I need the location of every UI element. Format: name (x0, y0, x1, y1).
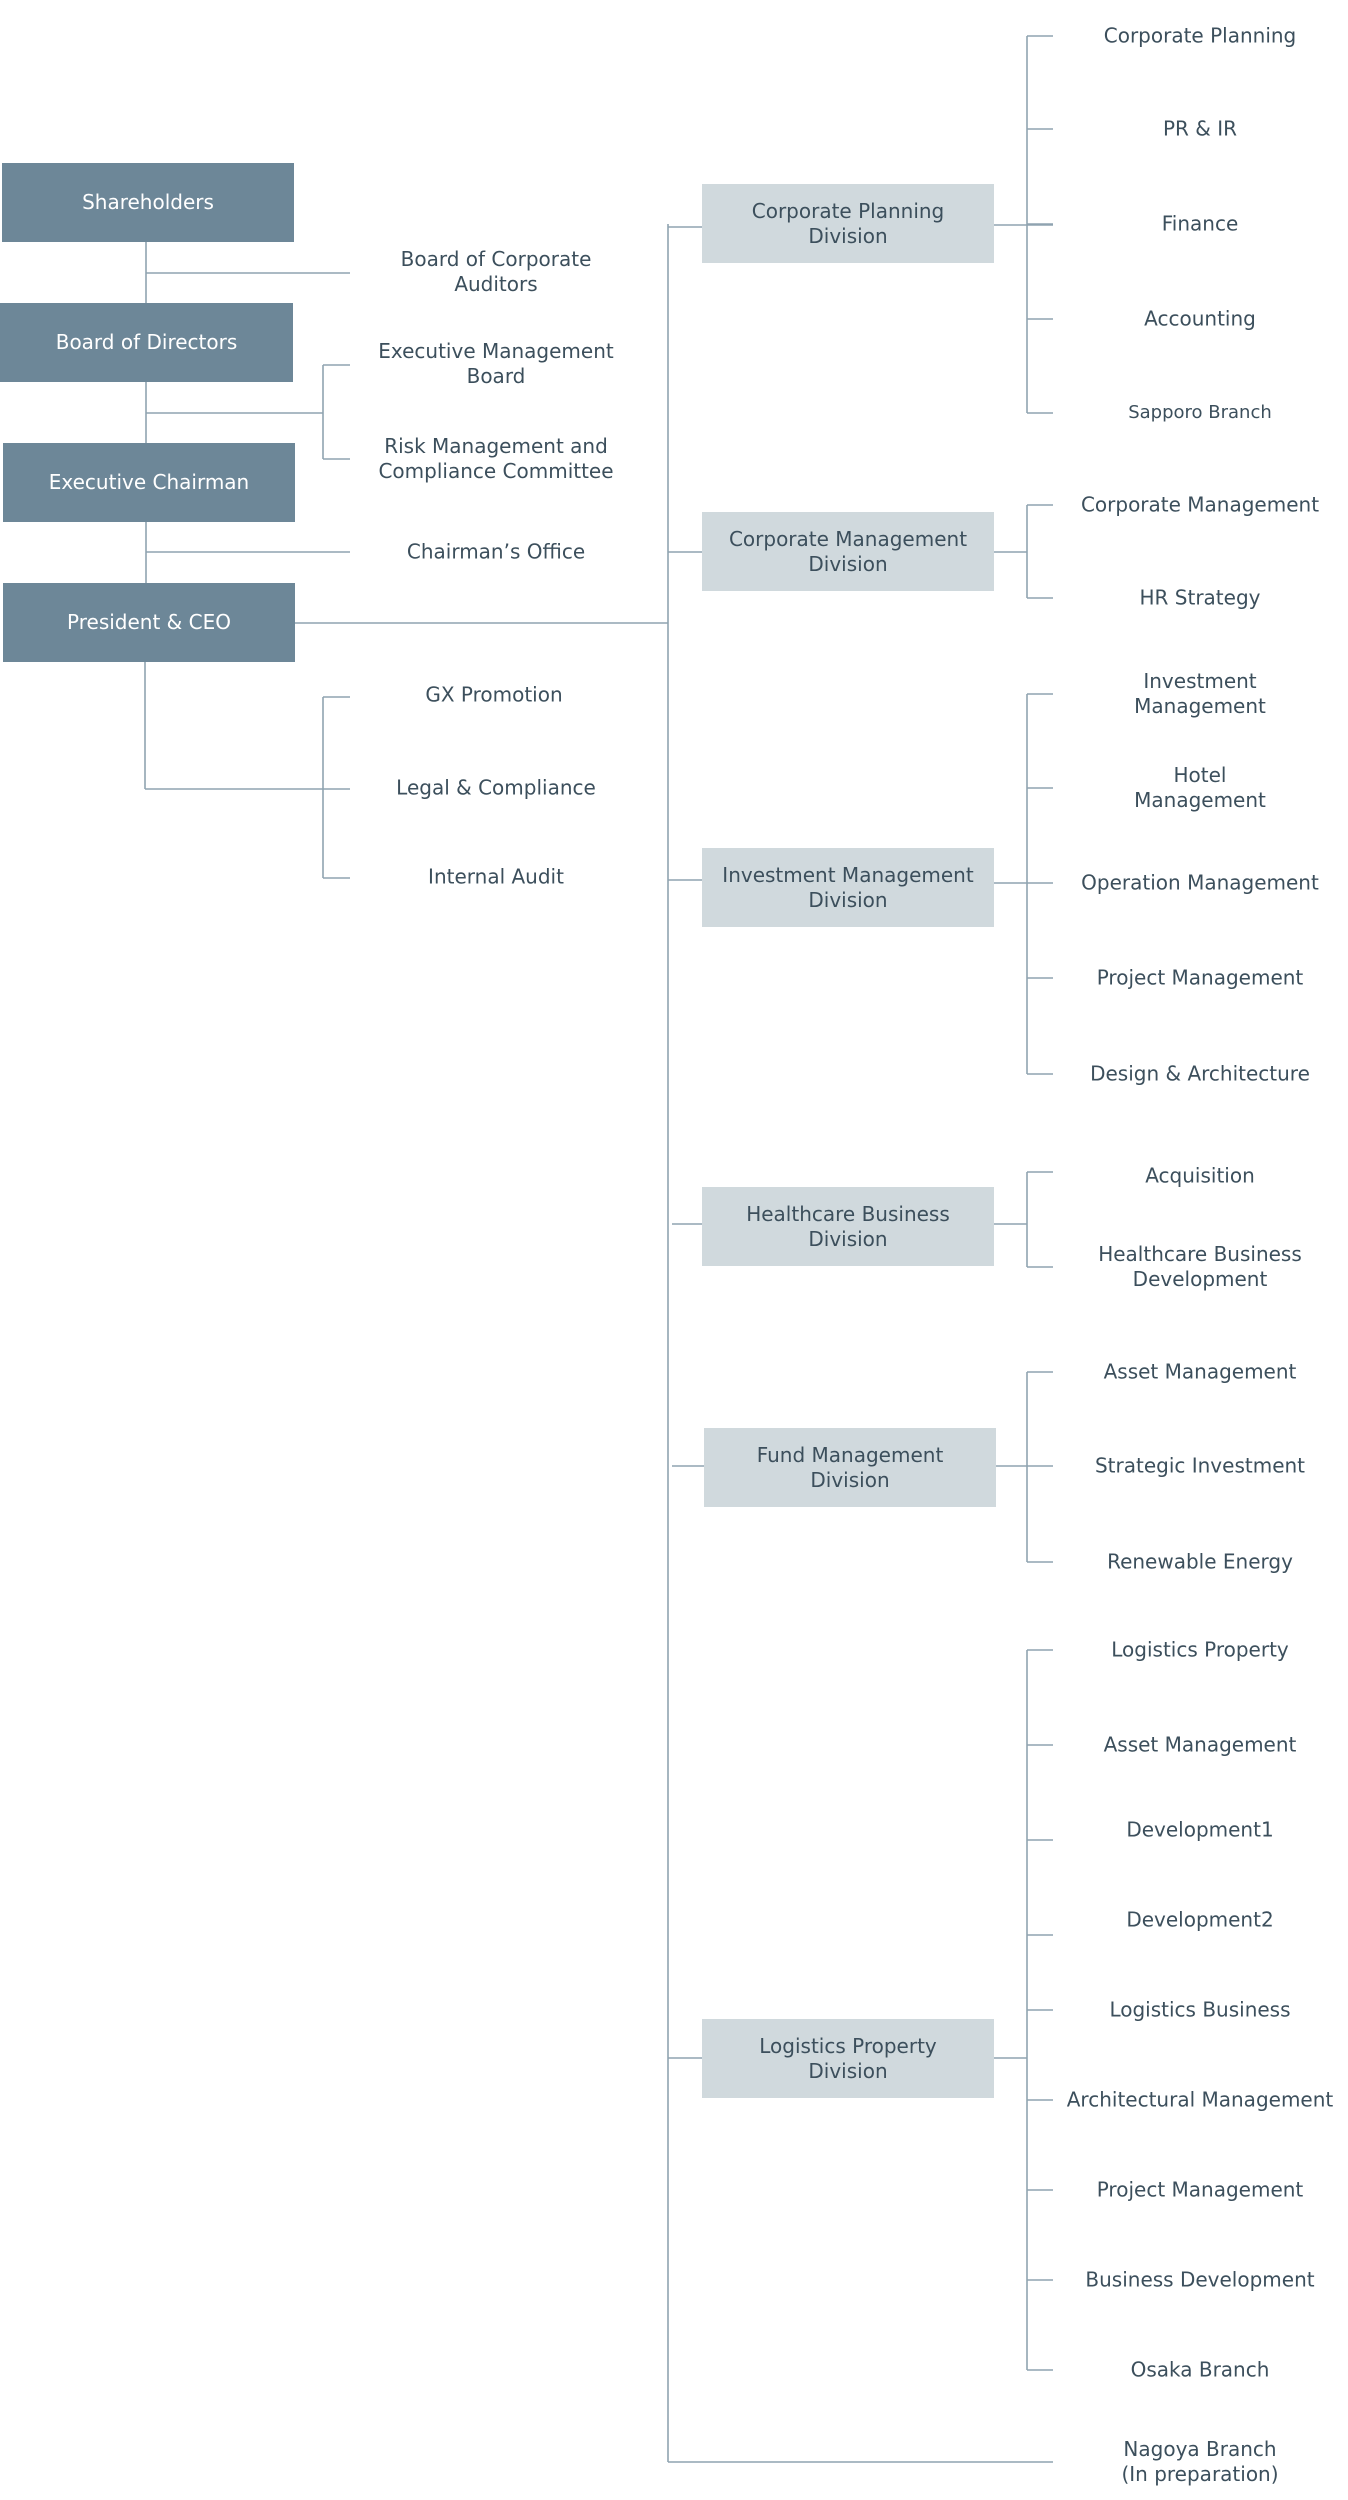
legal-compliance-label: Legal & Compliance (396, 775, 596, 800)
executive-chairman-box: Executive Chairman (3, 443, 295, 522)
risk-committee-label: Risk Management and Compliance Committee (378, 434, 614, 483)
department-label: Logistics Business (1109, 1997, 1291, 2022)
department-label: Healthcare Business Development (1098, 1242, 1302, 1291)
department-label: PR & IR (1162, 116, 1238, 141)
department-label: Accounting (1144, 306, 1256, 331)
chairmans-office-label: Chairman’s Office (406, 539, 586, 564)
executive-chairman-label: Executive Chairman (48, 470, 250, 494)
department-label: Strategic Investment (1094, 1453, 1306, 1478)
division-label: Logistics Property Division (759, 2033, 937, 2083)
division-box: Corporate Planning Division (702, 184, 994, 263)
department-label: Business Development (1085, 2267, 1315, 2292)
department-label: Investment Management (1134, 669, 1266, 718)
president-ceo-label: President & CEO (67, 610, 231, 634)
department-label: HR Strategy (1139, 585, 1261, 610)
department-label: Hotel Management (1134, 763, 1266, 812)
department-label: Design & Architecture (1090, 1061, 1310, 1086)
division-box: Fund Management Division (704, 1428, 996, 1507)
department-label: Architectural Management (1066, 2087, 1334, 2112)
division-label: Fund Management Division (756, 1442, 944, 1492)
department-label: Acquisition (1145, 1163, 1255, 1188)
department-label: Sapporo Branch (1128, 401, 1272, 423)
board-of-directors-box: Board of Directors (0, 303, 293, 382)
department-label: Renewable Energy (1107, 1549, 1293, 1574)
gx-promotion-label: GX Promotion (425, 682, 563, 707)
president-ceo-box: President & CEO (3, 583, 295, 662)
department-label: Project Management (1096, 965, 1304, 990)
department-label: Development2 (1126, 1907, 1274, 1932)
nagoya-branch-label: Nagoya Branch (In preparation) (1121, 2437, 1279, 2486)
division-box: Corporate Management Division (702, 512, 994, 591)
executive-management-board-label: Executive Management Board (378, 339, 614, 388)
shareholders-box: Shareholders (2, 163, 294, 242)
department-label: Project Management (1096, 2177, 1304, 2202)
department-label: Asset Management (1103, 1359, 1297, 1384)
department-label: Logistics Property (1111, 1637, 1289, 1662)
division-box: Healthcare Business Division (702, 1187, 994, 1266)
department-label: Corporate Management (1080, 492, 1320, 517)
department-label: Asset Management (1103, 1732, 1297, 1757)
division-label: Investment Management Division (722, 862, 974, 912)
department-label: Finance (1161, 211, 1239, 236)
department-label: Development1 (1126, 1817, 1274, 1842)
department-label: Operation Management (1081, 870, 1319, 895)
internal-audit-label: Internal Audit (428, 864, 564, 889)
department-label: Corporate Planning (1103, 23, 1297, 48)
division-label: Healthcare Business Division (746, 1201, 950, 1251)
board-of-auditors-label: Board of Corporate Auditors (400, 247, 592, 296)
division-box: Investment Management Division (702, 848, 994, 927)
shareholders-label: Shareholders (82, 190, 214, 214)
board-of-directors-label: Board of Directors (55, 330, 238, 354)
division-label: Corporate Management Division (728, 526, 968, 576)
division-box: Logistics Property Division (702, 2019, 994, 2098)
division-label: Corporate Planning Division (751, 198, 945, 248)
department-label: Osaka Branch (1130, 2357, 1270, 2382)
